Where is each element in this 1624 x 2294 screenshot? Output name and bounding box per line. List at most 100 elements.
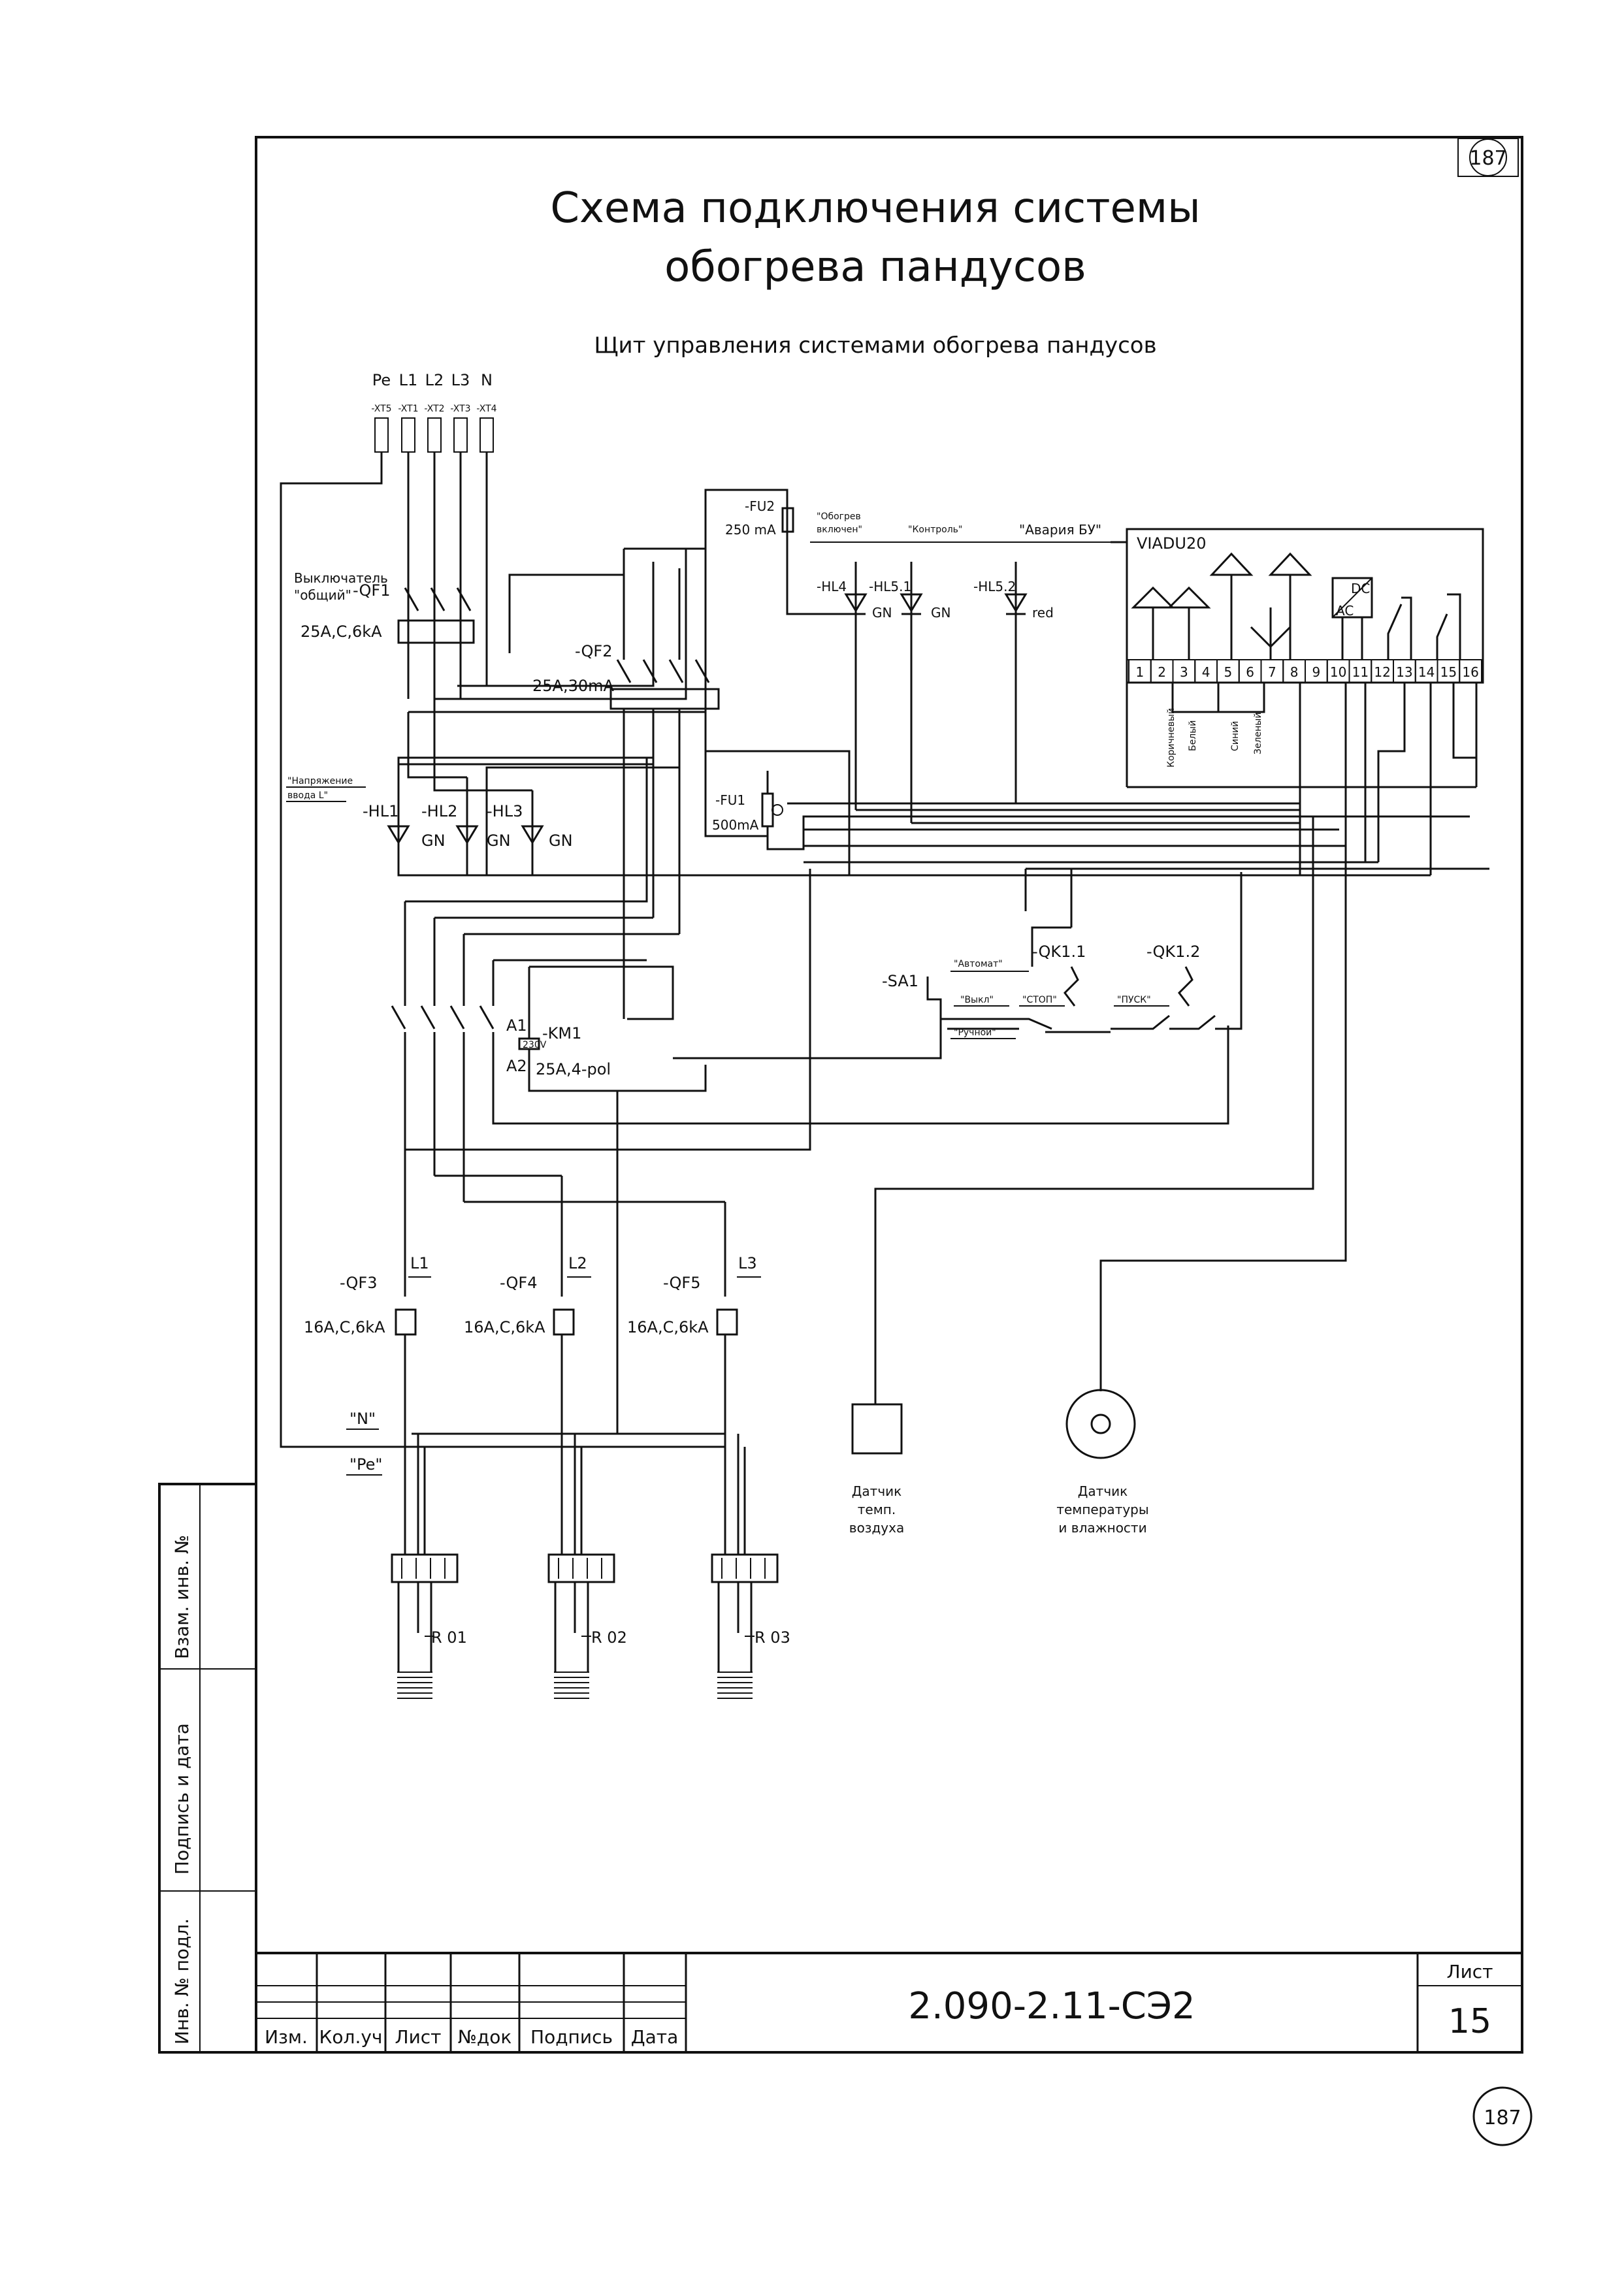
fu1-rating: 500mA [712,817,759,833]
hl51-id: -HL5.1 [869,579,911,594]
km1-voltage: 230V [523,1040,547,1050]
hl51-color: GN [931,605,950,621]
qf5-phase: L3 [738,1254,757,1272]
tb-col-kol: Кол.уч [319,2026,383,2048]
footer-page-number: 187 [1484,2107,1521,2129]
rcd-qf2: -QF2 25A,30mA [532,642,720,710]
terminal-id-xt1: -XT1 [398,404,418,414]
controller-terminal-8: 8 [1290,664,1299,680]
terminal-id-xt3: -XT3 [450,404,470,414]
terminal-id-xt5: -XT5 [371,404,391,414]
air-sensor-label-3: воздуха [849,1520,904,1536]
fu2-rating: 250 mA [725,522,776,538]
terminal-label-pe: Pe [372,371,391,389]
main-switch-caption-2: "общий" [294,587,351,603]
neutral-pe-bus: "N" "Pe" [346,1202,746,1555]
hum-sensor-label-3: и влажности [1058,1520,1146,1536]
fuse-fu1: -FU1 500mA [712,771,1470,850]
contactor-km1: -KM1 A1 A2 230V 25A,4-pol [391,758,1229,1203]
wire-label-white: Белый [1188,720,1198,751]
selector-sa1: -SA1 "Автомат" "Выкл" "СТОП" "Ручной" "П… [673,867,1489,1059]
heater-r02-label: R 02 [591,1628,627,1647]
controller-ac: AC [1336,603,1354,619]
fuse-fu2: -FU2 250 mA [704,489,856,615]
controller-terminal-6: 6 [1246,664,1254,680]
qf4-id: -QF4 [500,1274,538,1292]
sheet-label: Лист [1447,1961,1493,1982]
label-control: "Контроль" [908,525,962,535]
title-line-2: обогрева пандусов [664,243,1086,291]
fu1-id: -FU1 [715,792,745,808]
bus-pe-label: "Pe" [349,1455,382,1474]
sa1-manual: "Ручной" [954,1027,996,1038]
qf2-id: -QF2 [575,642,613,660]
label-voltage-1: "Напряжение [287,776,353,786]
title-line-1: Схема подключения системы [550,184,1200,233]
controller-terminal-5: 5 [1224,664,1233,680]
sa1-off: "Выкл" [960,995,994,1005]
terminal-block: Pe L1 L2 L3 N -XT5 -XT1 -XT2 -XT3 -XT4 [371,371,497,453]
sa1-auto: "Автомат" [954,959,1003,969]
controller-terminal-13: 13 [1396,664,1412,680]
wire-label-blue: Синий [1230,721,1241,751]
sheet-number: 15 [1448,2002,1491,2041]
tb-col-podpis: Подпись [530,2026,613,2048]
km1-rating: 25A,4-pol [536,1060,611,1078]
main-switch-qf1: Выключатель "общий" -QF1 25A,C,6kA [294,570,475,644]
controller-dc: DC [1351,581,1370,596]
qf5-rating: 16A,C,6kA [627,1318,709,1336]
controller-terminal-3: 3 [1180,664,1188,680]
hl2-color: GN [487,832,511,850]
drawing-frame [255,136,1523,2054]
controller-terminal-16: 16 [1462,664,1478,680]
hl52-id: -HL5.2 [973,579,1016,594]
bus-n-label: "N" [349,1410,376,1428]
qf3-phase: L1 [410,1254,429,1272]
status-lamps-top: "Обогрев включен" "Контроль" "Авария БУ"… [810,511,1128,823]
footer-page-circle [1472,2086,1533,2146]
controller-terminal-14: 14 [1418,664,1435,680]
wire-label-green: Зеленый [1253,713,1263,754]
qf2-rating: 25A,30mA [532,677,615,695]
hl3-id: -HL3 [487,802,523,820]
humidity-temp-sensor: Датчик температуры и влажности [1056,846,1347,1536]
qf4-rating: 16A,C,6kA [464,1318,545,1336]
terminal-label-l1: L1 [399,371,418,389]
sa1-id: -SA1 [882,972,918,990]
stamp-podpis-data: Подпись и дата [171,1723,193,1875]
stamp-vzam-inv: Взам. инв. № [171,1535,193,1659]
hl2-id: -HL2 [421,802,457,820]
qf1-id: -QF1 [353,581,391,600]
page-number: 187 [1469,147,1506,170]
terminal-id-xt2: -XT2 [424,404,444,414]
heater-1 [391,1553,459,1699]
controller-terminal-4: 4 [1202,664,1210,680]
qk12-id: -QK1.2 [1146,943,1200,961]
hum-sensor-label-1: Датчик [1078,1483,1128,1499]
qf3-rating: 16A,C,6kA [304,1318,385,1336]
tb-col-ndok: №док [458,2026,512,2048]
hl1-color: GN [421,832,446,850]
heater-3 [711,1553,779,1699]
side-stamp-frame [158,1483,257,2054]
label-alarm: "Авария БУ" [1019,522,1101,538]
controller-terminal-cell [1459,659,1482,683]
control-wiring [787,786,1476,877]
tb-col-izm: Изм. [265,2026,308,2048]
air-temp-sensor: Датчик темп. воздуха [849,816,1314,1536]
controller-terminal-10: 10 [1330,664,1346,680]
tb-col-data: Дата [631,2026,679,2048]
label-heating-on-2: включен" [817,525,862,535]
air-sensor-label-1: Датчик [852,1483,901,1499]
heater-2 [547,1553,615,1699]
stamp-inv-podl: Инв. № подл. [171,1918,193,2044]
heater-r03-label: R 03 [755,1628,790,1647]
controller-terminal-2: 2 [1158,664,1166,680]
terminal-label-n: N [481,371,493,389]
qk11-id: -QK1.1 [1032,943,1086,961]
status-lamps-phase: "Напряжение ввода L" -HL1 GN -HL2 GN -HL… [286,699,653,875]
qf1-rating: 25A,C,6kA [300,622,382,641]
km1-a1: A1 [506,1016,527,1035]
